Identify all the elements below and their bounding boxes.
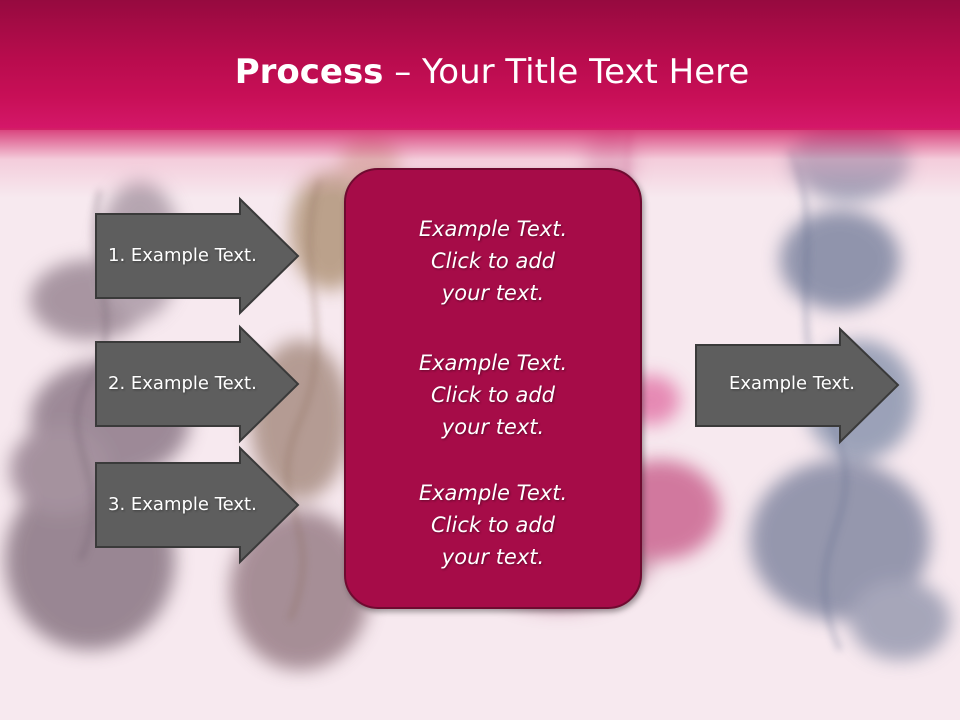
block-1-line-1: Example Text. [418, 217, 568, 241]
block-1-line-2: Click to add [430, 249, 555, 273]
arrow-2-shape[interactable] [95, 324, 300, 444]
right-arrow-label: Example Text. [729, 373, 855, 394]
slide-title[interactable]: Process – Your Title Text Here [0, 52, 960, 92]
block-1-line-3: your text. [441, 281, 545, 305]
block-3-line-1: Example Text. [418, 481, 568, 505]
center-text-block-1: Example Text. Click to add your text. [344, 213, 642, 309]
center-text-block-3: Example Text. Click to add your text. [344, 477, 642, 573]
arrow-2-label: 2. Example Text. [108, 373, 257, 394]
arrow-1-label: 1. Example Text. [108, 245, 257, 266]
arrow-3-label: 3. Example Text. [108, 494, 257, 515]
block-2-line-2: Click to add [430, 383, 555, 407]
block-2-line-3: your text. [441, 415, 545, 439]
right-arrow-shape[interactable] [695, 326, 900, 445]
title-bold-text: Process [234, 52, 384, 92]
center-text-box[interactable] [344, 168, 642, 609]
block-3-line-2: Click to add [430, 513, 555, 537]
title-rest-text: – Your Title Text Here [383, 52, 750, 92]
header-band [0, 0, 960, 130]
center-text-block-2: Example Text. Click to add your text. [344, 347, 642, 443]
block-3-line-3: your text. [441, 545, 545, 569]
arrow-1-shape[interactable] [95, 196, 300, 316]
arrow-3-shape[interactable] [95, 445, 300, 565]
block-2-line-1: Example Text. [418, 351, 568, 375]
